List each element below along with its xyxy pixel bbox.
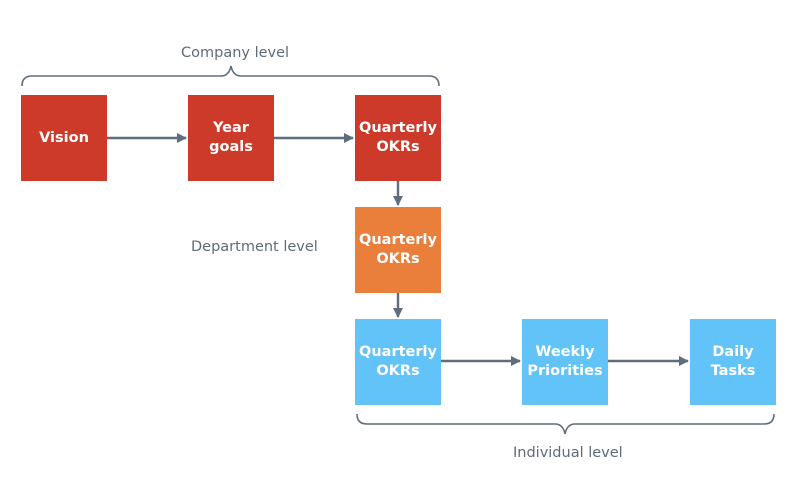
company-level-brace bbox=[21, 65, 440, 87]
department-level-label: Department level bbox=[191, 239, 318, 255]
individual-quarterly-okrs-node: Quarterly OKRs bbox=[355, 319, 441, 405]
company-level-label: Company level bbox=[181, 45, 290, 61]
individual-level-brace bbox=[356, 413, 775, 435]
daily-tasks-node: Daily Tasks bbox=[690, 319, 776, 405]
year-goals-node: Year goals bbox=[188, 95, 274, 181]
weekly-priorities-node: Weekly Priorities bbox=[522, 319, 608, 405]
individual-level-label: Individual level bbox=[513, 445, 623, 461]
company-quarterly-okrs-node: Quarterly OKRs bbox=[355, 95, 441, 181]
department-quarterly-okrs-node: Quarterly OKRs bbox=[355, 207, 441, 293]
vision-node: Vision bbox=[21, 95, 107, 181]
